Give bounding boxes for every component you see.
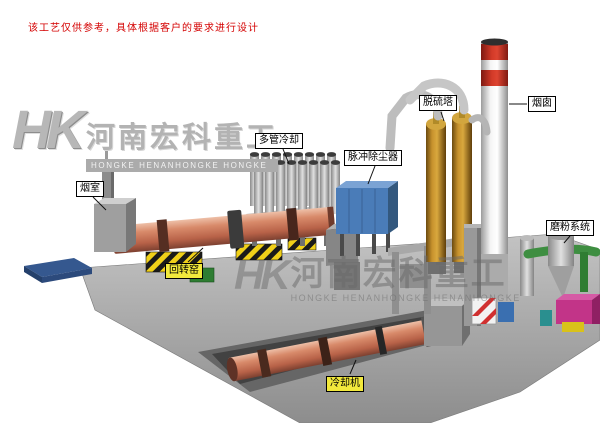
label-rotary-kiln: 回转窑 <box>165 263 203 279</box>
flue-pipe <box>405 78 469 115</box>
fan-box <box>498 302 514 322</box>
blue-pad <box>24 258 92 283</box>
logo-hk-monogram-icon: HK <box>12 100 85 160</box>
bucket-elevator <box>464 224 514 326</box>
grinding-system <box>520 232 600 332</box>
chimney-pipe <box>468 114 491 136</box>
mill <box>556 300 592 324</box>
disclaimer-text: 该工艺仅供参考，具体根据客户的要求进行设计 <box>28 23 259 34</box>
label-pulse-dust-collector: 脉冲除尘器 <box>344 150 402 166</box>
company-name-en: HONGKE HENANHONGKE HONGKE <box>86 159 279 172</box>
label-desulfurization-tower: 脱硫塔 <box>419 95 457 111</box>
label-grinding-system: 磨粉系统 <box>546 220 594 236</box>
company-name-cn: 河南宏科重工 <box>86 122 279 154</box>
leader-lines <box>92 103 571 375</box>
label-chimney: 烟囱 <box>528 96 556 112</box>
smoke-chamber <box>94 148 136 252</box>
pulse-dust-collector <box>336 181 398 256</box>
logo-text-block: 河南宏科重工 HONGKE HENANHONGKE HONGKE <box>86 114 279 172</box>
cyclone <box>548 236 574 266</box>
label-multi-tube-cooler: 多管冷却 <box>255 133 303 149</box>
rotary-kiln <box>112 206 336 254</box>
company-logo-watermark: HK 河南宏科重工 HONGKE HENANHONGKE HONGKE <box>12 100 279 172</box>
chimney <box>480 38 508 298</box>
cooling-machine <box>198 299 470 392</box>
label-smoke-chamber: 烟室 <box>76 181 104 197</box>
label-cooling-machine: 冷却机 <box>326 376 364 392</box>
